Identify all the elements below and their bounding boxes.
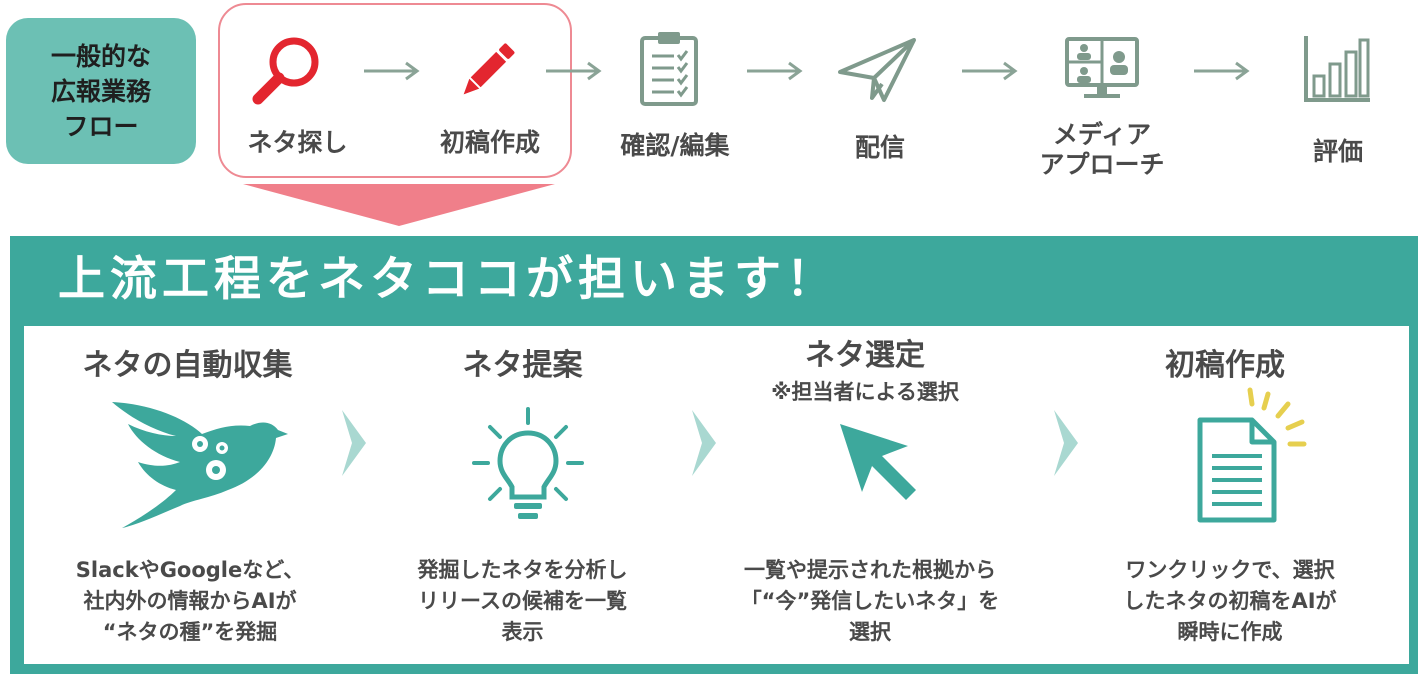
- highlight-box: [218, 3, 572, 178]
- document-spark-icon: [1197, 387, 1307, 523]
- flow-arrow-icon: [962, 61, 1018, 81]
- flow-step-label-6: 評価: [1312, 137, 1363, 166]
- stage-desc-2: 発掘したネタを分析し リリースの候補を一覧 表示: [417, 558, 628, 644]
- flow-step-label-2: 初稿作成: [439, 128, 540, 157]
- magnifier-icon: [252, 37, 319, 105]
- highlight-pointer: [243, 184, 555, 226]
- flow-arrow-icon: [364, 61, 420, 81]
- flow-arrow-icon: [747, 61, 803, 81]
- stage-desc-4: ワンクリックで、選択 したネタの初稿をAIが 瞬時に作成: [1123, 558, 1337, 644]
- flow-step-label-5: メディア アプローチ: [1039, 120, 1165, 179]
- flow-arrow-icon: [546, 61, 602, 81]
- paper-plane-icon: [838, 38, 916, 102]
- stage-title-3: ネタ選定: [805, 338, 925, 373]
- bird-gears-icon: [112, 402, 288, 528]
- flow-step-label-3: 確認/編集: [620, 131, 730, 160]
- chevron-right-icon: [342, 410, 366, 476]
- chevron-right-icon: [1054, 410, 1078, 476]
- stage-title-4: 初稿作成: [1165, 348, 1285, 383]
- pencil-icon: [463, 43, 515, 95]
- stage-desc-3: 一覧や提示された根拠から 「“今”発信したいネタ」を 選択: [740, 558, 1000, 644]
- clipboard-icon: [640, 32, 698, 106]
- lightbulb-icon: [472, 407, 584, 519]
- stage-title-1: ネタの自動収集: [82, 348, 293, 383]
- video-meeting-icon: [1065, 37, 1139, 98]
- flow-label: 一般的な 広報業務 フロー: [6, 18, 196, 164]
- stage-subtitle-3: ※担当者による選択: [771, 380, 959, 404]
- stage-desc-1: SlackやGoogleなど、 社内外の情報からAIが “ネタの種”を発掘: [75, 558, 305, 644]
- cursor-arrow-icon: [840, 424, 916, 500]
- panel-title: 上流工程をネタココが担います！: [58, 252, 838, 307]
- stage-title-2: ネタ提案: [462, 348, 583, 383]
- panel-content: [24, 326, 1409, 664]
- flow-step-label-4: 配信: [854, 133, 905, 162]
- bar-chart-icon: [1304, 36, 1370, 102]
- flow-step-label-1: ネタ探し: [247, 128, 348, 157]
- flow-arrow-icon: [1194, 61, 1250, 81]
- chevron-right-icon: [692, 410, 716, 476]
